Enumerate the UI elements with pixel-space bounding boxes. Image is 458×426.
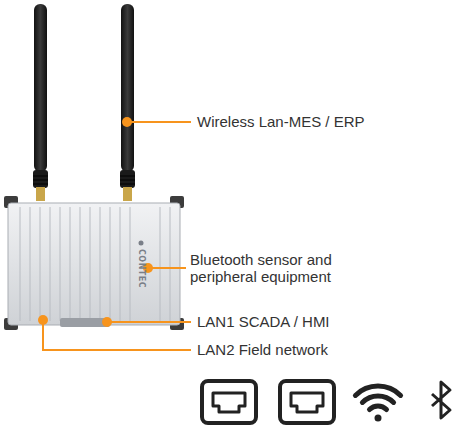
- antenna: [33, 4, 48, 201]
- device-body: [8, 203, 180, 325]
- callout-label: Wireless Lan-MES / ERP: [197, 113, 437, 130]
- ethernet-icon: [202, 381, 256, 423]
- callout-label: Bluetooth sensor and peripheral equipmen…: [190, 251, 368, 285]
- callout-label: LAN2 Field network: [197, 341, 437, 358]
- cooling-fins: [20, 207, 170, 321]
- mounting-ear: [4, 196, 184, 330]
- leader-line: [43, 122, 191, 350]
- callout-dot: [38, 117, 153, 327]
- ethernet-icon: [280, 381, 334, 423]
- wifi-icon: [355, 386, 400, 421]
- callout-label: LAN1 SCADA / HMI: [197, 313, 437, 330]
- brand-logo: CONTEC: [137, 249, 146, 288]
- antenna: [120, 4, 135, 201]
- bluetooth-icon: [432, 382, 450, 418]
- logo-mark: [139, 241, 144, 246]
